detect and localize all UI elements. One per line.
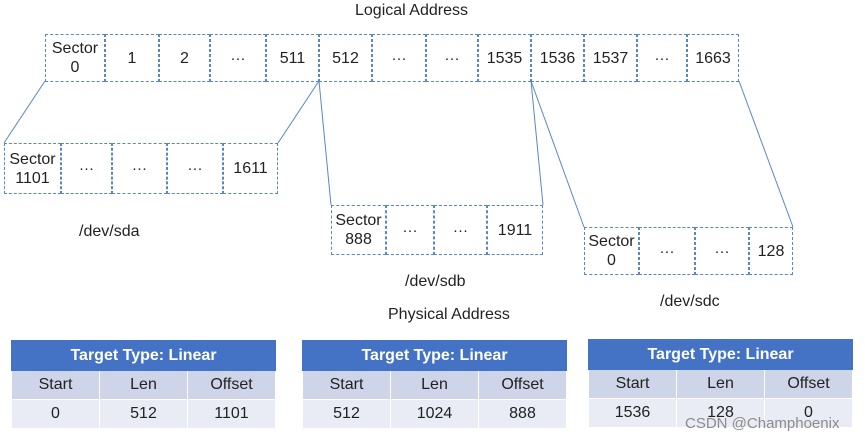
column-header-offset: Offset bbox=[186, 370, 277, 400]
watermark: CSDN @Champhoenix bbox=[685, 415, 840, 432]
cell-offset: 888 bbox=[477, 399, 568, 429]
sdc-cell: ··· bbox=[639, 227, 695, 275]
logical-cell: ··· bbox=[372, 34, 426, 82]
logical-cell: 511 bbox=[266, 34, 319, 82]
logical-cell: 1535 bbox=[478, 34, 531, 82]
sdc-left-line bbox=[530, 80, 585, 228]
sda-cell: Sector 1101 bbox=[4, 143, 61, 194]
cell-len: 512 bbox=[99, 399, 188, 429]
cell-len: 1024 bbox=[390, 399, 479, 429]
logical-cell: 2 bbox=[159, 34, 210, 82]
sda-cell: ··· bbox=[112, 143, 167, 194]
sda-left-line bbox=[3, 80, 46, 144]
logical-cell: 1663 bbox=[687, 34, 739, 82]
linear-target-table-2: Target Type: Linear Start Len Offset 512… bbox=[301, 340, 568, 429]
sda-cell: 1611 bbox=[223, 143, 278, 194]
column-header-offset: Offset bbox=[763, 369, 854, 399]
sdb-right-line bbox=[530, 80, 544, 206]
cell-len: 128 bbox=[676, 398, 765, 428]
linear-target-table-1: Target Type: Linear Start Len Offset 0 5… bbox=[10, 340, 277, 429]
logical-cell: ··· bbox=[210, 34, 266, 82]
sdb-cell: ··· bbox=[434, 205, 487, 255]
logical-address-title: Logical Address bbox=[355, 2, 468, 19]
column-header-start: Start bbox=[588, 369, 677, 399]
sdc-cell: Sector 0 bbox=[584, 227, 639, 275]
logical-cell: 1 bbox=[105, 34, 159, 82]
logical-cell: 1536 bbox=[531, 34, 584, 82]
linear-target-table-3: Target Type: Linear Start Len Offset 153… bbox=[587, 339, 854, 428]
device-sda-label: /dev/sda bbox=[79, 223, 140, 240]
column-header-start: Start bbox=[11, 370, 100, 400]
cell-start: 1536 bbox=[588, 398, 677, 428]
table-title: Target Type: Linear bbox=[301, 340, 568, 371]
device-sdb-label: /dev/sdb bbox=[405, 273, 466, 290]
column-header-len: Len bbox=[390, 370, 479, 400]
table-title: Target Type: Linear bbox=[587, 339, 854, 370]
device-sdc-label: /dev/sdc bbox=[660, 293, 720, 310]
logical-cell: 512 bbox=[319, 34, 372, 82]
column-header-len: Len bbox=[676, 369, 765, 399]
sdc-cell: ··· bbox=[695, 227, 749, 275]
column-header-start: Start bbox=[302, 370, 391, 400]
cell-offset: 0 bbox=[763, 398, 854, 428]
sdb-left-line bbox=[318, 80, 332, 206]
table-title: Target Type: Linear bbox=[10, 340, 277, 371]
sdb-cell: ··· bbox=[386, 205, 434, 255]
sdc-right-line bbox=[738, 80, 794, 228]
column-header-len: Len bbox=[99, 370, 188, 400]
logical-cell: Sector 0 bbox=[45, 34, 105, 82]
logical-cell: 1537 bbox=[584, 34, 637, 82]
sdb-cell: Sector 888 bbox=[331, 205, 386, 255]
sda-cell: ··· bbox=[167, 143, 223, 194]
logical-cell: ··· bbox=[637, 34, 687, 82]
sda-cell: ··· bbox=[61, 143, 112, 194]
cell-start: 512 bbox=[302, 399, 391, 429]
cell-start: 0 bbox=[11, 399, 100, 429]
sdc-cell: 128 bbox=[749, 227, 793, 275]
cell-offset: 1101 bbox=[186, 399, 277, 429]
sda-right-line bbox=[277, 80, 320, 144]
logical-cell: ··· bbox=[426, 34, 478, 82]
sdb-cell: 1911 bbox=[487, 205, 543, 255]
column-header-offset: Offset bbox=[477, 370, 568, 400]
physical-address-title: Physical Address bbox=[388, 306, 510, 323]
